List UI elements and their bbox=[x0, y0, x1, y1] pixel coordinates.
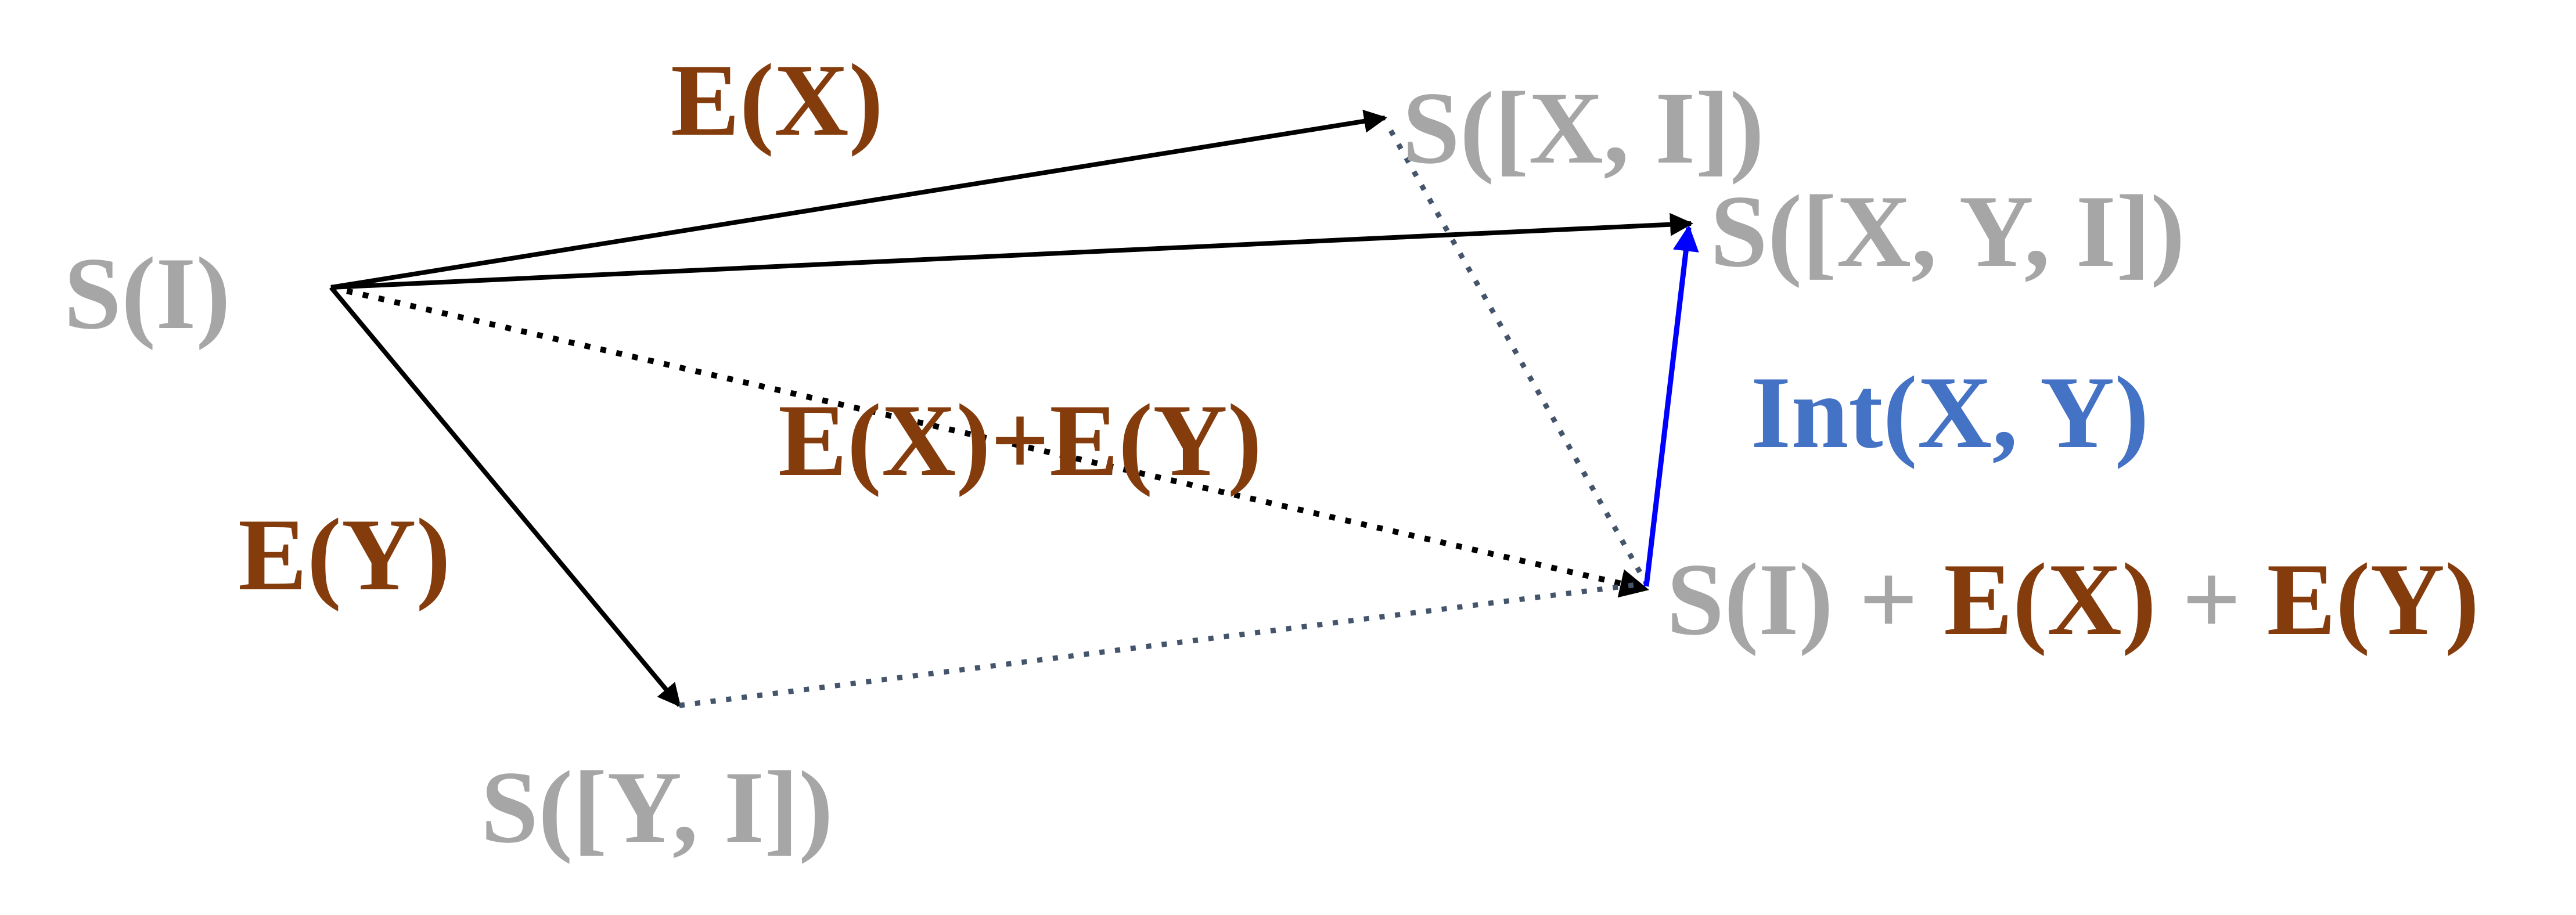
label-ex: E(X) bbox=[671, 42, 883, 157]
sum-ex: E(X) bbox=[1944, 542, 2156, 657]
dotted-line-sxi-to-sum bbox=[1388, 129, 1649, 585]
dotted-line-syi-to-sum bbox=[679, 581, 1647, 708]
node-s-y-i: S([Y, I]) bbox=[481, 750, 833, 864]
sum-plus-2: + bbox=[2156, 542, 2266, 657]
node-sum: S(I) + E(X) + E(Y) bbox=[1667, 542, 2479, 657]
sum-ey: E(Y) bbox=[2267, 542, 2480, 657]
node-s-x-y-i: S([X, Y, I]) bbox=[1710, 174, 2185, 289]
sum-plus-1: + bbox=[1833, 542, 1944, 657]
arrow-si-to-syi bbox=[329, 286, 682, 708]
label-interaction: Int(X, Y) bbox=[1751, 355, 2149, 470]
dotted-arrow-si-to-sum bbox=[330, 284, 1649, 598]
label-ex-plus-ey: E(X)+E(Y) bbox=[778, 383, 1262, 498]
arrow-si-to-sxi bbox=[330, 109, 1387, 290]
label-ey: E(Y) bbox=[238, 497, 451, 612]
node-s-x-i: S([X, I]) bbox=[1402, 70, 1764, 185]
arrow-si-to-sxyi bbox=[330, 212, 1693, 290]
node-s-i: S(I) bbox=[64, 236, 231, 351]
sum-base: S(I) bbox=[1667, 542, 1833, 657]
arrow-sum-to-sxyi bbox=[1643, 225, 1699, 587]
